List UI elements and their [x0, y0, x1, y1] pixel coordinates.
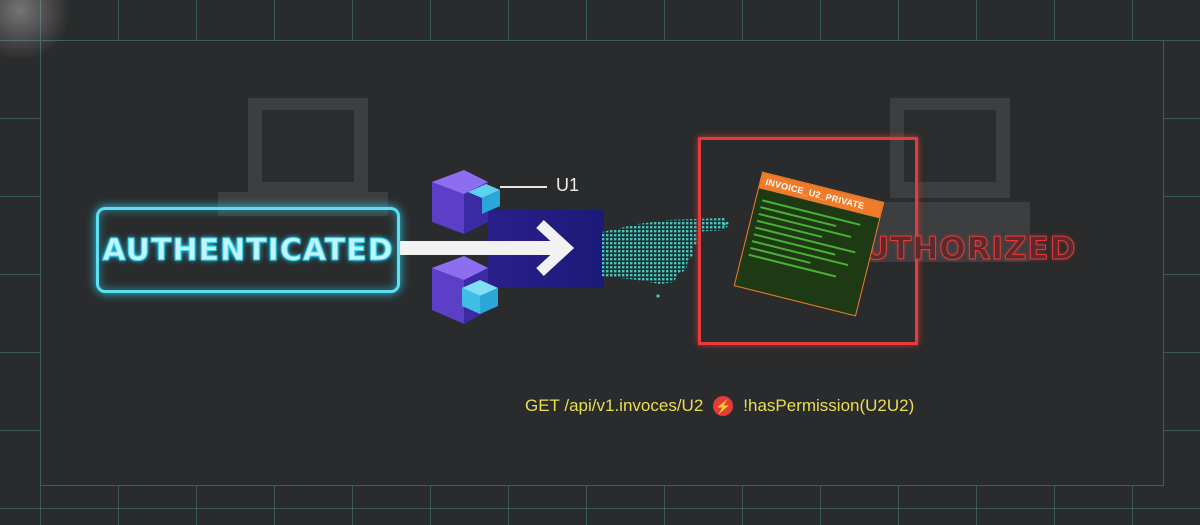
- ghost-monitor-left: [218, 98, 388, 216]
- authenticated-label: AUTHENTICATED: [102, 232, 394, 268]
- request-line: GET /api/v1.invoces/U2 ⚡ !hasPermission(…: [525, 396, 914, 416]
- user-cube-top-icon: [432, 170, 500, 234]
- authenticated-box: AUTHENTICATED: [96, 207, 400, 293]
- pointing-hand-icon: [602, 218, 730, 298]
- user-pointer-line: [500, 186, 547, 188]
- user-label: U1: [556, 175, 580, 195]
- arrow-line: [400, 241, 490, 255]
- user-cube-bottom-icon: [432, 256, 498, 324]
- permission-check: !hasPermission(U2U2): [743, 396, 915, 415]
- lightning-icon: ⚡: [713, 396, 734, 416]
- arrow-head-icon: [488, 219, 575, 277]
- authorized-label: AUTHORIZED: [839, 231, 1077, 268]
- authorized-box: [698, 137, 918, 345]
- request-endpoint: GET /api/v1.invoces/U2: [525, 396, 704, 415]
- ghost-monitor-right: [860, 98, 1030, 262]
- corner-glow: [0, 0, 80, 60]
